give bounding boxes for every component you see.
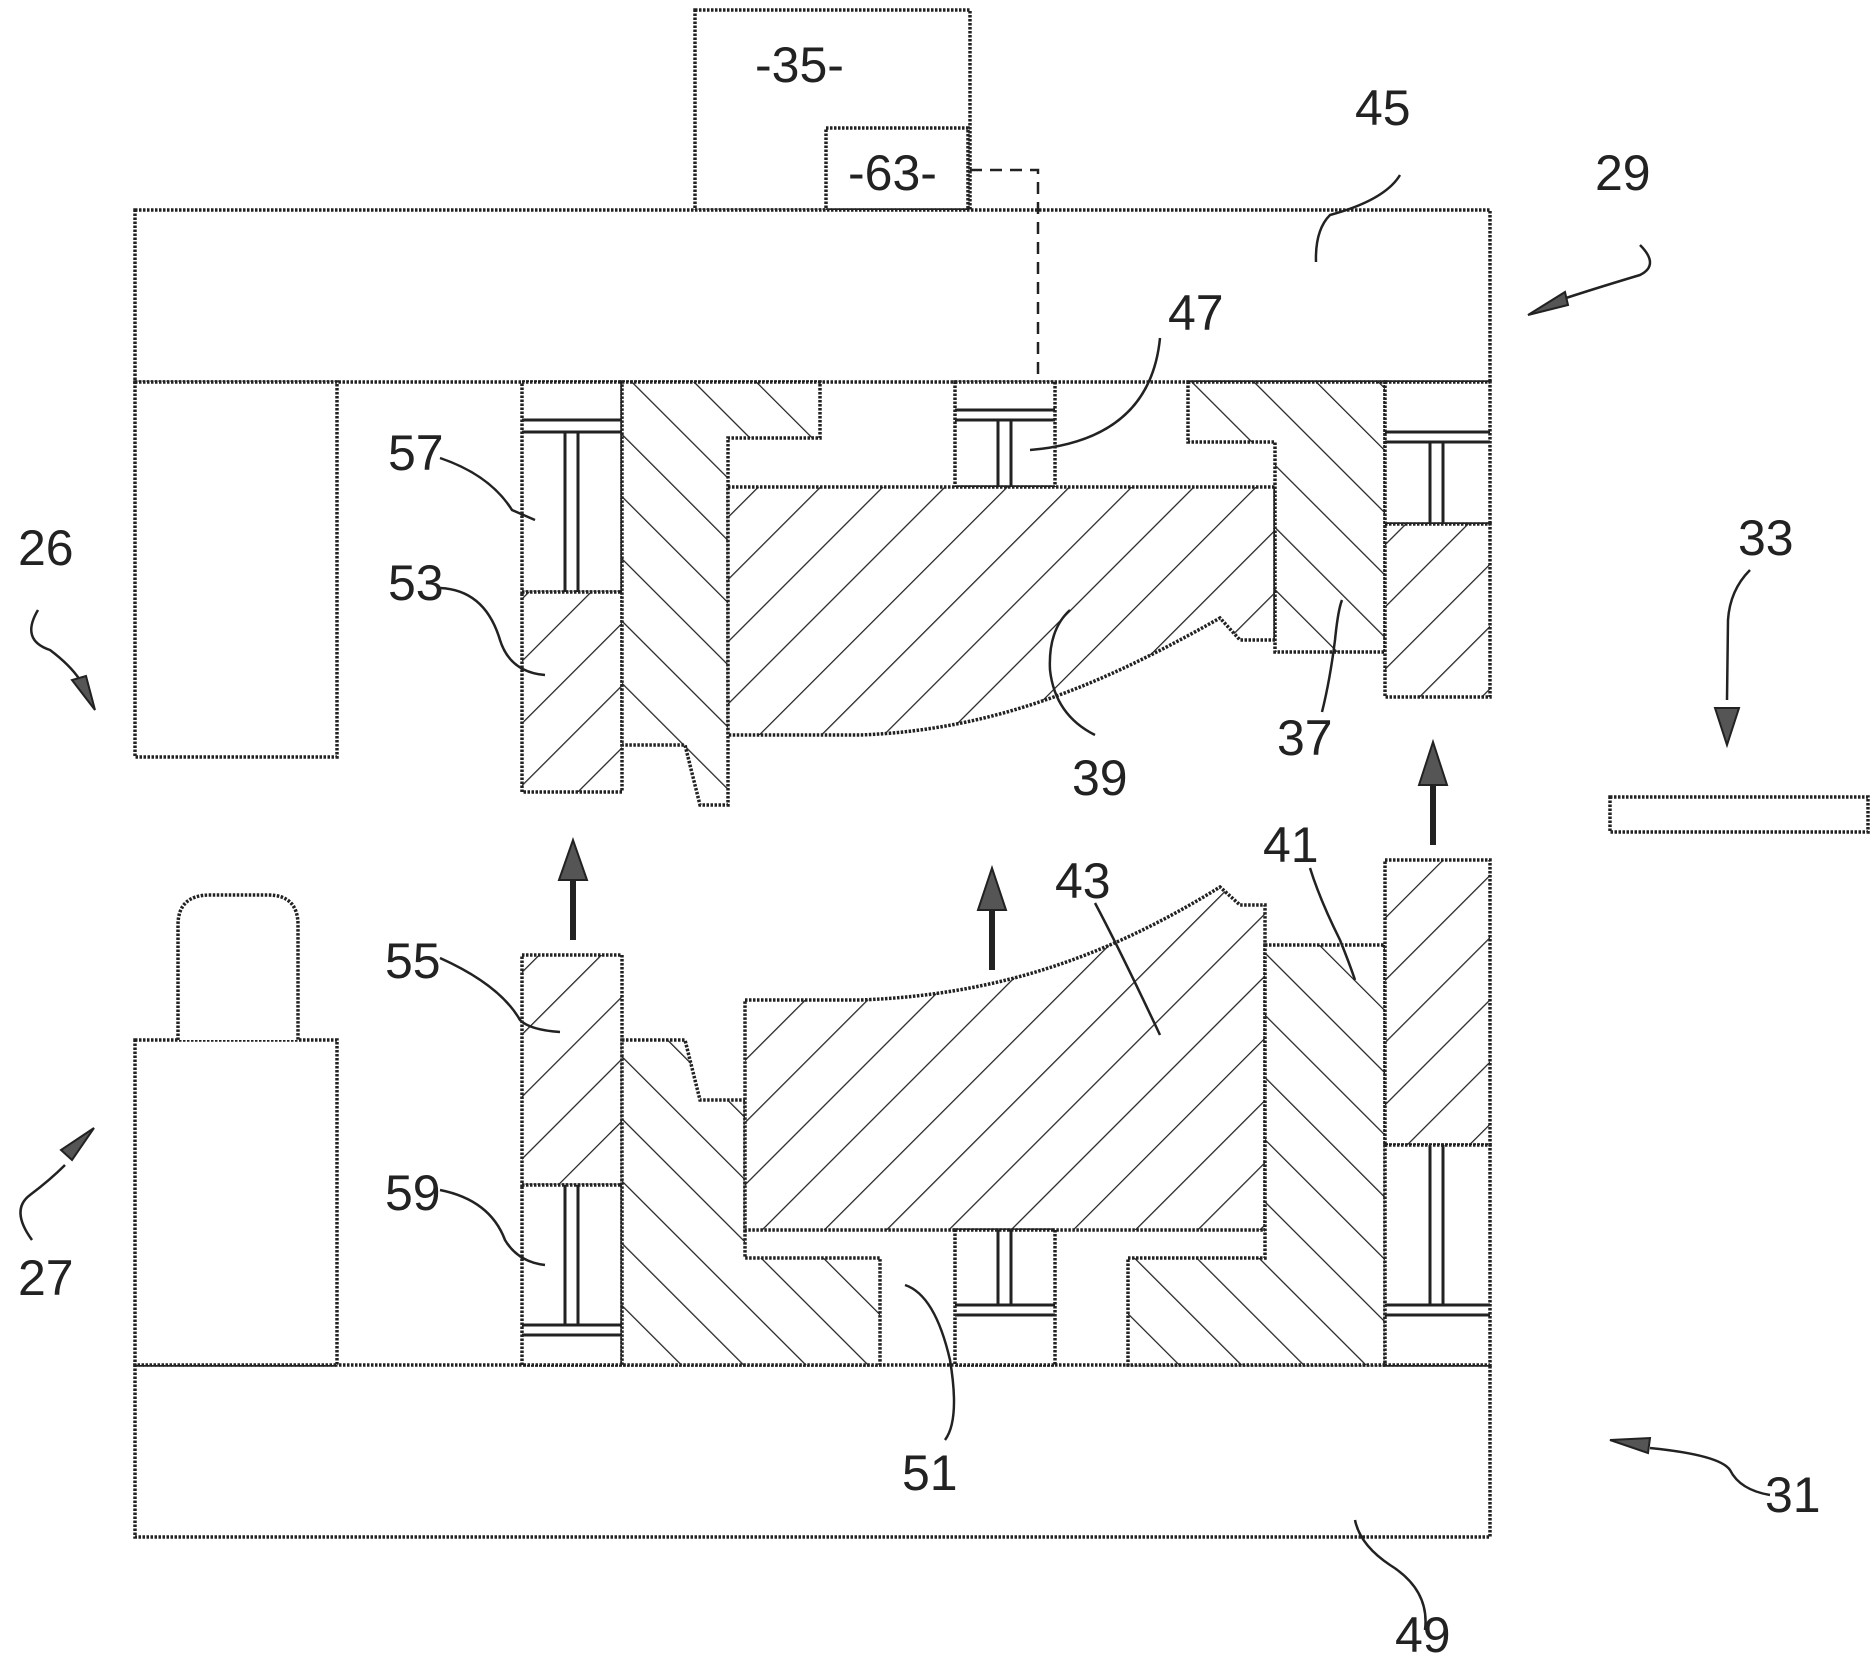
label-45: 45 — [1355, 80, 1411, 136]
ref-arrow-33 — [1715, 570, 1750, 745]
label-49: 49 — [1395, 1607, 1451, 1661]
label-33: 33 — [1738, 510, 1794, 566]
label-55: 55 — [385, 933, 441, 989]
label-27: 27 — [18, 1250, 74, 1306]
label-29: 29 — [1595, 145, 1651, 201]
lower-left-bump — [178, 895, 298, 1040]
upper-right-block — [1385, 524, 1490, 697]
ref-arrow-26 — [31, 610, 95, 710]
strip-33 — [1610, 797, 1868, 832]
label-31: 31 — [1765, 1467, 1821, 1523]
upper-plate-45 — [135, 210, 1490, 382]
upper-right-spring — [1385, 382, 1490, 524]
spring-housing-59 — [522, 1185, 622, 1365]
label-53: 53 — [388, 555, 444, 611]
up-arrow-left — [559, 840, 587, 940]
lower-plate-49 — [135, 1365, 1490, 1537]
label-59: 59 — [385, 1165, 441, 1221]
label-47: 47 — [1168, 285, 1224, 341]
label-43: 43 — [1055, 853, 1111, 909]
label-41: 41 — [1263, 817, 1319, 873]
ref-arrow-29 — [1528, 245, 1650, 315]
up-arrow-right — [1419, 742, 1447, 845]
ref-arrow-27 — [20, 1128, 94, 1240]
label-39: 39 — [1072, 750, 1128, 806]
label-26: 26 — [18, 520, 74, 576]
ref-arrow-31 — [1610, 1438, 1770, 1495]
lower-die-43 — [745, 887, 1265, 1230]
spring-housing-57 — [522, 382, 622, 592]
upper-die-39 — [728, 487, 1275, 735]
label-57: 57 — [388, 425, 444, 481]
label-63: -63- — [848, 145, 937, 201]
lower-right-spring — [1385, 1145, 1490, 1365]
block-55 — [522, 955, 622, 1185]
up-arrow-center — [978, 868, 1006, 970]
lower-left-block — [135, 1040, 337, 1365]
upper-left-block — [135, 382, 337, 757]
label-35: -35- — [755, 37, 844, 93]
label-37: 37 — [1277, 710, 1333, 766]
spring-housing-47 — [955, 382, 1055, 487]
spring-housing-51 — [955, 1230, 1055, 1365]
block-53 — [522, 592, 622, 792]
label-51: 51 — [902, 1445, 958, 1501]
lower-right-block — [1385, 860, 1490, 1145]
